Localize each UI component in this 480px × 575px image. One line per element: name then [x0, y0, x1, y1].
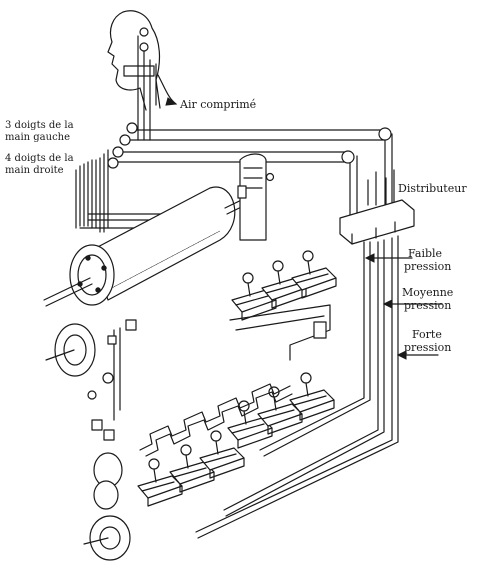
- label-low-1: Faible: [408, 247, 442, 260]
- label-medium-2: pression: [404, 299, 451, 312]
- bellows-9: [199, 430, 245, 479]
- label-high-2: pression: [404, 341, 451, 354]
- bellows-6: [289, 372, 335, 421]
- label-left-hand-1: 3 doigts de la: [5, 120, 74, 131]
- bellows-group: [137, 250, 337, 507]
- bellows-1: [231, 272, 277, 321]
- label-air: Air comprimé: [179, 98, 256, 111]
- label-left-hand-2: main gauche: [5, 132, 70, 143]
- label-right-hand-1: 4 doigts de la: [5, 153, 74, 164]
- bellows-8: [169, 444, 215, 493]
- bellows-3: [291, 250, 337, 299]
- bellows-4: [227, 400, 273, 449]
- pressure-arrows: [364, 253, 443, 360]
- distributor: [339, 169, 415, 245]
- cam-rod: [139, 383, 293, 457]
- drive-bracket: [237, 153, 275, 241]
- upper-manifold: [229, 304, 331, 361]
- air-pipe: [157, 74, 178, 106]
- label-high-1: Forte: [412, 328, 442, 341]
- pinned-cylinder: [43, 186, 265, 307]
- label-medium-1: Moyenne: [402, 286, 453, 299]
- gear-train: [45, 319, 137, 561]
- pulleys: [107, 122, 392, 169]
- label-right-hand-2: main droite: [5, 165, 64, 176]
- bellows-5: [257, 386, 303, 435]
- label-low-2: pression: [404, 260, 451, 273]
- label-distributor: Distributeur: [398, 182, 467, 195]
- automaton-head: [107, 10, 161, 141]
- bellows-7: [137, 458, 183, 507]
